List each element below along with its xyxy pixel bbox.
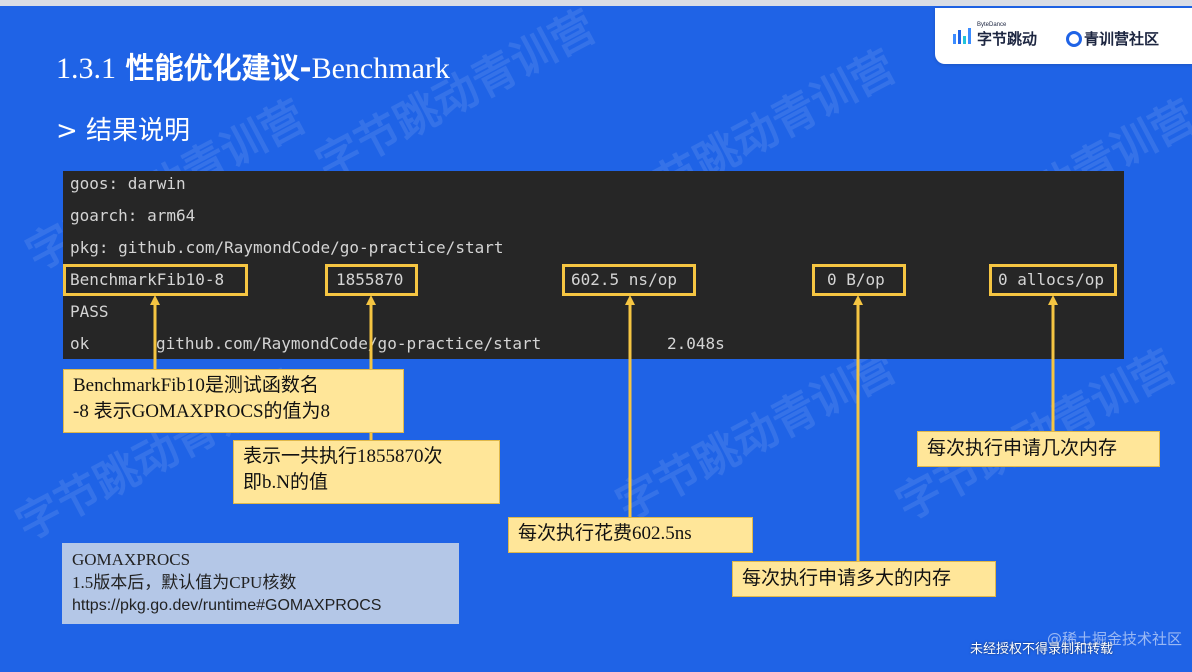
callout-bench-name: BenchmarkFib10是测试函数名 -8 表示GOMAXPROCS的值为8 [63, 369, 404, 433]
camp-label: 青训营社区 [1084, 30, 1160, 48]
highlight-bench-ns [562, 264, 696, 296]
highlight-bench-bytes [812, 264, 906, 296]
camp-logo-icon [1066, 31, 1082, 47]
ok-package: github.com/RaymondCode/go-practice/start [156, 334, 542, 353]
title-zh: 性能优化建议- [125, 51, 312, 85]
note-line2: 1.5版本后，默认值为CPU核数 [72, 573, 297, 592]
bench-ns-per-op: 602.5 ns/op [571, 270, 677, 289]
callout-ns-line: 每次执行花费602.5ns [518, 523, 692, 544]
terminal-line-pass: PASS [70, 302, 109, 321]
ok-label: ok [70, 334, 90, 353]
copyright-notice: 未经授权不得录制和转载 [970, 642, 1114, 657]
logo-card: ByteDance 字节跳动 青训营社区 [935, 8, 1192, 64]
site-watermark: @稀土掘金技术社区 [1046, 630, 1182, 648]
title-en: Benchmark [311, 52, 450, 85]
highlight-bench-name [63, 264, 248, 296]
callout-bench-name-line1: BenchmarkFib10是测试函数名 [73, 375, 319, 396]
bench-iterations: 1855870 [336, 270, 404, 289]
callout-allocs-line: 每次执行申请几次内存 [927, 437, 1118, 459]
terminal-line-goarch: goarch: arm64 [70, 206, 196, 225]
bytedance-small-label: ByteDance [977, 22, 1007, 28]
callout-iterations: 表示一共执行1855870次 即b.N的值 [233, 440, 500, 504]
bytedance-logo-icon [953, 28, 971, 44]
bench-allocs-per-op: 0 allocs/op [998, 270, 1104, 289]
terminal-line-pkg: pkg: github.com/RaymondCode/go-practice/… [70, 238, 504, 257]
callout-ns-per-op: 每次执行花费602.5ns [508, 517, 753, 553]
callout-bytes-per-op: 每次执行申请多大的内存 [732, 561, 996, 597]
callout-iterations-line1: 表示一共执行1855870次 [243, 446, 443, 467]
bytedance-label: 字节跳动 [977, 30, 1038, 48]
bench-bytes-per-op: 0 B/op [827, 270, 885, 289]
note-line1: GOMAXPROCS [72, 550, 191, 569]
background-watermark: 字节跳动青训营 [608, 341, 905, 531]
note-box: GOMAXPROCS 1.5版本后，默认值为CPU核数 https://pkg.… [62, 543, 459, 624]
bench-name: BenchmarkFib10-8 [70, 270, 225, 289]
title-number: 1.3.1 [56, 52, 116, 85]
note-link[interactable]: https://pkg.go.dev/runtime#GOMAXPROCS [72, 597, 382, 614]
slide-subtitle: > 结果说明 [56, 116, 191, 146]
slide-title: 1.3.1 性能优化建议-Benchmark [56, 46, 450, 90]
top-strip [0, 0, 1192, 6]
callout-allocs-per-op: 每次执行申请几次内存 [917, 431, 1160, 467]
ok-time: 2.048s [667, 334, 725, 353]
highlight-bench-iterations [325, 264, 418, 296]
callout-bytes-line: 每次执行申请多大的内存 [742, 567, 952, 589]
callout-bench-name-line2: -8 表示GOMAXPROCS的值为8 [73, 401, 331, 422]
background-watermark: 字节跳动青训营 [308, 1, 605, 191]
callout-iterations-line2: 即b.N的值 [243, 472, 328, 493]
highlight-bench-allocs [989, 264, 1117, 296]
terminal-line-goos: goos: darwin [70, 174, 186, 193]
